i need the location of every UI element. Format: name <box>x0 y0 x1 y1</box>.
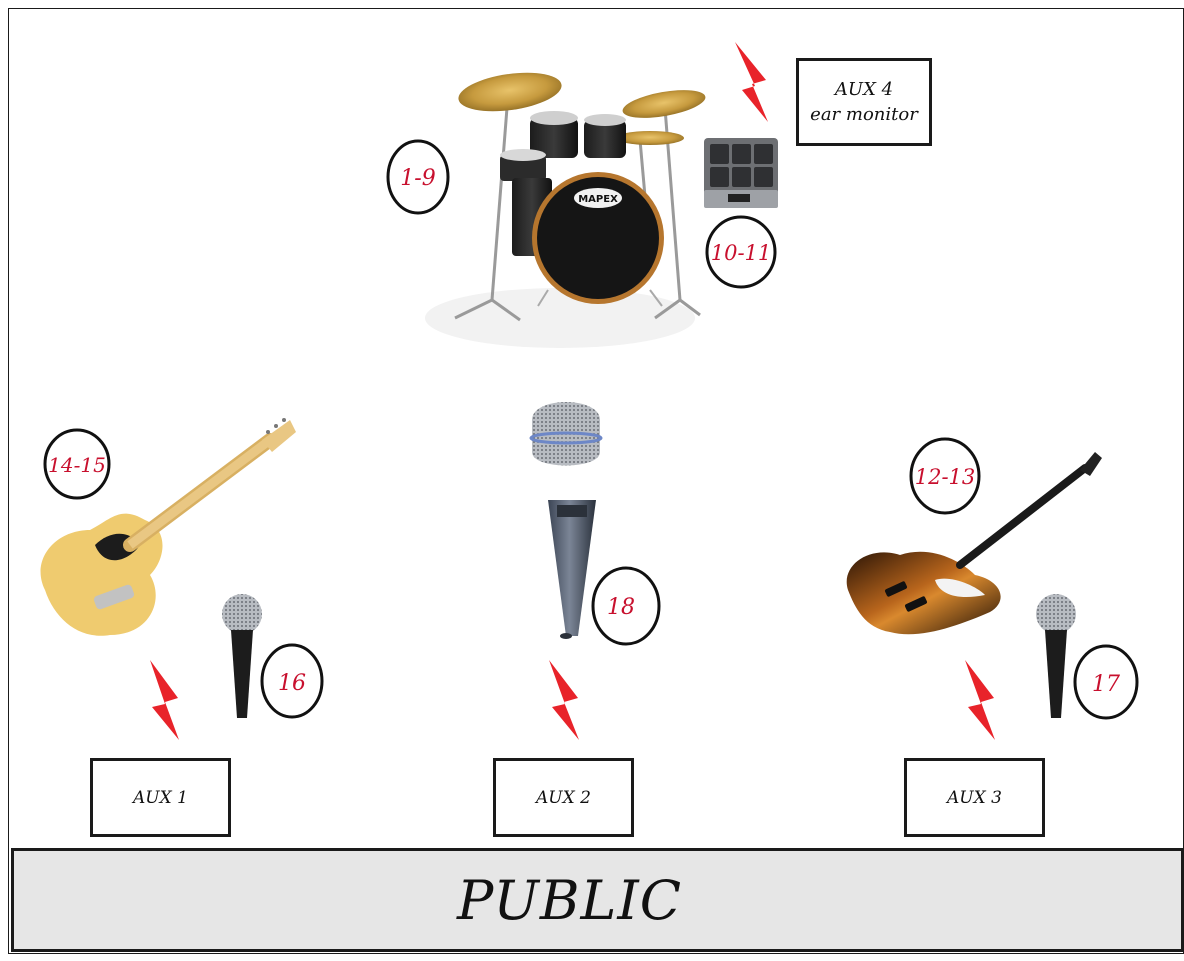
lightning-icon <box>735 42 768 122</box>
dynamic-microphone-icon <box>222 594 262 718</box>
channel-label: 12-13 <box>915 465 976 489</box>
channel-marker-bass: 12-13 <box>911 439 979 513</box>
channel-label: 14-15 <box>48 453 106 477</box>
lightning-icon <box>965 660 995 740</box>
aux3-label: AUX 3 <box>947 788 1002 808</box>
channel-label: 10-11 <box>711 241 772 265</box>
lightning-icon <box>150 660 179 740</box>
channel-marker-guitar: 14-15 <box>45 430 109 498</box>
svg-text:MAPEX: MAPEX <box>578 194 618 205</box>
dynamic-microphone-icon <box>1036 594 1076 718</box>
aux2-label: AUX 2 <box>536 788 591 808</box>
drum-pad-icon <box>704 138 778 208</box>
aux4-sublabel: ear monitor <box>810 102 918 127</box>
aux2-monitor-box: AUX 2 <box>493 758 634 837</box>
lightning-icon <box>549 660 579 740</box>
drum-kit-icon: MAPEX <box>425 67 707 348</box>
channel-marker-vocal-right: 17 <box>1075 646 1137 718</box>
channel-marker-drums: 1-9 <box>388 141 448 213</box>
channel-label: 18 <box>607 595 635 620</box>
aux3-monitor-box: AUX 3 <box>904 758 1045 837</box>
channel-marker-vocal-center: 18 <box>593 568 659 644</box>
channel-marker-vocal-left: 16 <box>262 645 322 717</box>
channel-label: 1-9 <box>400 166 435 191</box>
audience-area: PUBLIC <box>11 848 1184 952</box>
condenser-microphone-icon <box>531 402 601 639</box>
aux4-monitor-box: AUX 4 ear monitor <box>796 58 932 146</box>
channel-label: 16 <box>278 671 306 696</box>
aux1-label: AUX 1 <box>133 788 188 808</box>
channel-label: 17 <box>1092 672 1120 697</box>
channel-marker-pad: 10-11 <box>707 217 775 287</box>
audience-label: PUBLIC <box>457 869 682 932</box>
aux1-monitor-box: AUX 1 <box>90 758 231 837</box>
aux4-label: AUX 4 <box>835 77 893 102</box>
